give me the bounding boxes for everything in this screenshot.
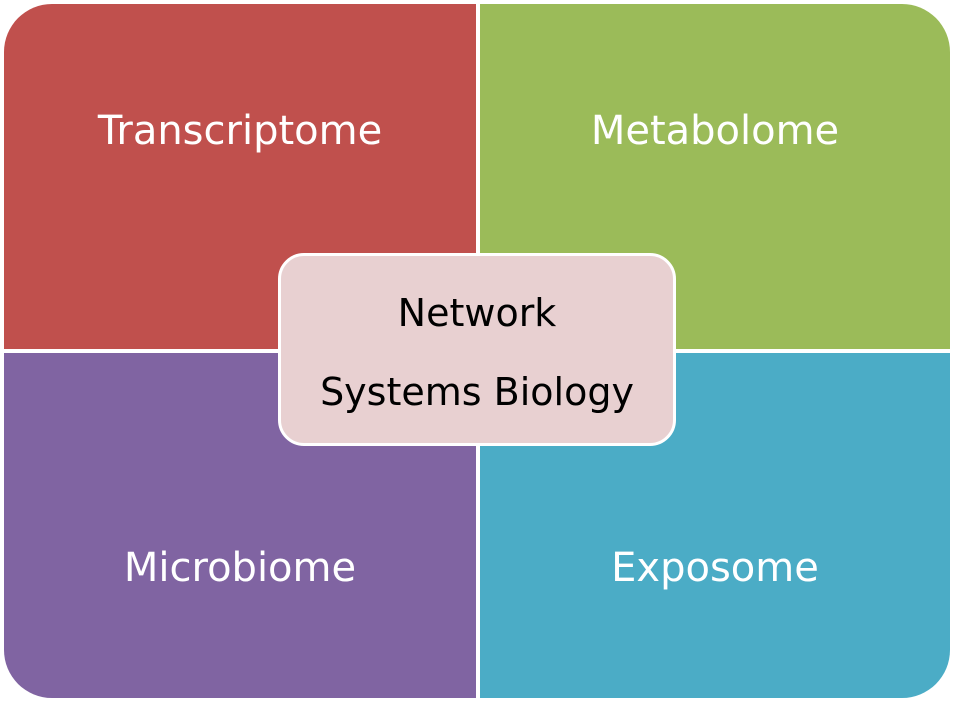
quadrant-label-transcriptome: Transcriptome: [97, 108, 383, 154]
center-title-line-2: Systems Biology: [320, 370, 634, 414]
quadrant-label-metabolome: Metabolome: [590, 108, 840, 154]
quadrant-transcriptome: Transcriptome: [4, 4, 476, 349]
quadrant-microbiome: Microbiome: [4, 353, 476, 698]
center-title-line-1: Network: [397, 291, 557, 335]
quadrant-label-exposome: Exposome: [611, 545, 819, 591]
quadrant-label-microbiome: Microbiome: [123, 545, 357, 591]
center-box: Network Systems Biology: [278, 253, 676, 446]
